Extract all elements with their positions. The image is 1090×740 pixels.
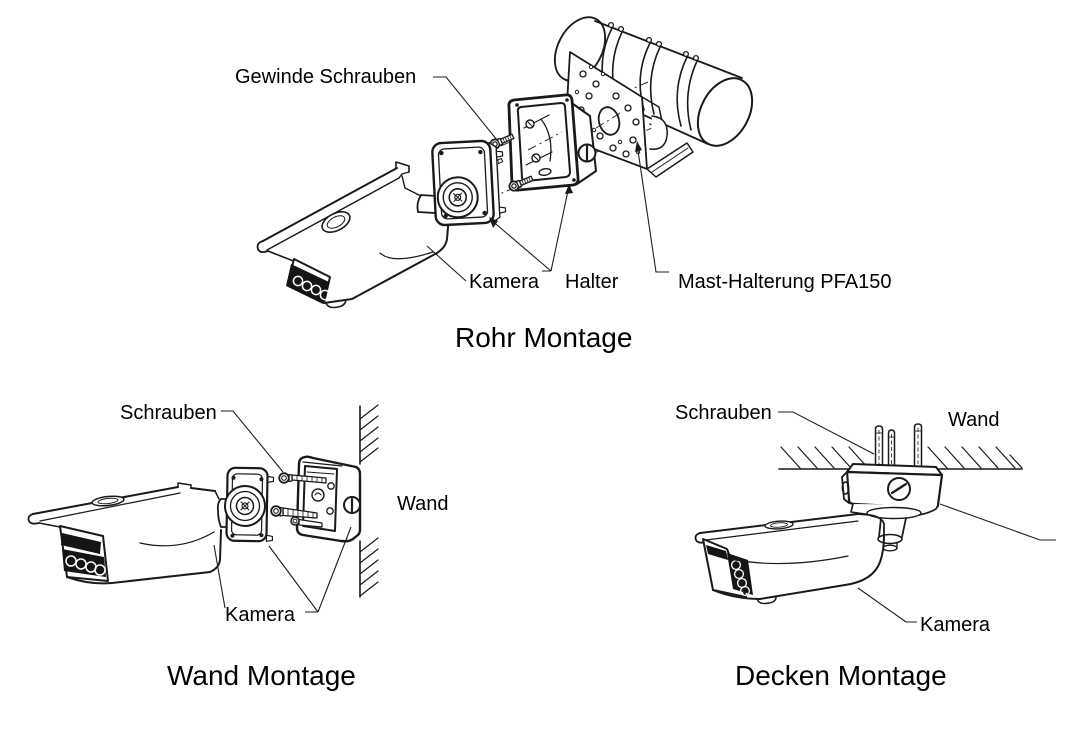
label-kamera: Kamera — [469, 271, 540, 293]
brand-logo-oval — [321, 211, 351, 233]
ceiling-screws — [874, 423, 923, 469]
leader-gewinde-schrauben — [433, 76, 498, 141]
label-kamera: Kamera — [225, 604, 296, 626]
ceiling-hatching — [780, 446, 1023, 469]
leader-plate-box — [268, 526, 352, 613]
leader-kamera — [426, 245, 467, 282]
label-schrauben: Schrauben — [120, 402, 217, 424]
leader-halter — [489, 185, 570, 272]
leader-kamera — [857, 587, 917, 623]
brand-logo-oval — [764, 520, 794, 530]
ir-led-array — [65, 555, 106, 576]
leader-kamera — [213, 544, 226, 609]
caption-wand-montage: Wand Montage — [167, 660, 356, 691]
leader-arrowhead — [565, 184, 573, 194]
leader-mast-halterung — [636, 143, 669, 273]
rohr-montage-diagram: Gewinde Schrauben Kamera Halter Mast-Hal… — [235, 16, 891, 353]
bullet-camera-illustration — [694, 513, 885, 605]
decken-montage-diagram: Schrauben Wand Kamera Decken Montage — [675, 402, 1056, 691]
mounting-box-ceiling — [841, 463, 944, 552]
bullet-camera-illustration — [27, 466, 275, 585]
mounting-box-halter — [507, 93, 597, 192]
label-halter: Halter — [565, 271, 619, 293]
leader-arrowhead — [489, 217, 498, 228]
label-wand: Wand — [397, 493, 449, 515]
caption-rohr-montage: Rohr Montage — [455, 322, 632, 353]
wall-screws — [270, 472, 327, 528]
camera-mount-plate — [431, 139, 507, 227]
camera-mount-plate — [223, 466, 275, 543]
leader-bracket — [939, 503, 1056, 541]
wall-hatching — [359, 404, 379, 597]
leader-arrowhead — [635, 141, 642, 152]
label-kamera: Kamera — [920, 614, 991, 636]
ir-led-array — [292, 275, 331, 301]
bullet-camera-illustration — [256, 139, 507, 309]
label-mast-halterung: Mast-Halterung PFA150 — [678, 271, 891, 293]
label-gewinde-schrauben: Gewinde Schrauben — [235, 66, 416, 88]
caption-decken-montage: Decken Montage — [735, 660, 947, 691]
threaded-screw — [508, 175, 534, 192]
wall-surface — [359, 404, 379, 598]
label-wand: Wand — [948, 409, 1000, 431]
plate-holes — [574, 64, 641, 158]
leader-schrauben — [221, 410, 284, 473]
label-schrauben: Schrauben — [675, 402, 772, 424]
leader-schrauben — [778, 411, 875, 455]
wand-montage-diagram: Schrauben Wand Kamera Wand Montage — [27, 402, 449, 691]
